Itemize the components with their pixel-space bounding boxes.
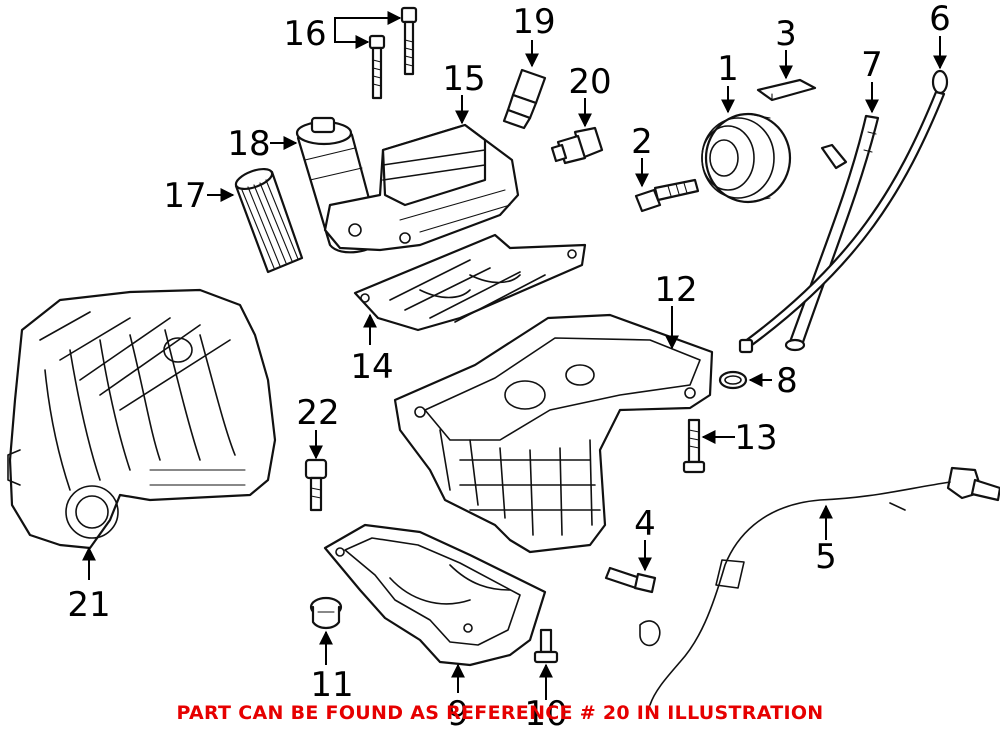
- callout-9: 9: [447, 694, 469, 733]
- oil-filter-housing-part: [323, 123, 520, 252]
- bolt-part-22: [304, 458, 328, 512]
- lower-oil-pan-part: [323, 523, 547, 667]
- callout-7: 7: [861, 45, 883, 85]
- callout-1: 1: [717, 49, 739, 89]
- callout-8: 8: [776, 361, 798, 401]
- bolt-part-13: [682, 418, 706, 474]
- oil-filter-element-part: [234, 167, 304, 274]
- plate-part-3: [756, 78, 817, 102]
- o-ring-part: [718, 370, 748, 390]
- upper-oil-pan-part: [393, 313, 714, 554]
- callout-15: 15: [442, 59, 485, 99]
- callout-22: 22: [296, 393, 339, 433]
- callout-5: 5: [815, 537, 837, 577]
- bolt-part-16a: [368, 34, 386, 100]
- bolt-part-2: [634, 178, 700, 213]
- callout-20: 20: [568, 62, 611, 102]
- callout-16: 16: [283, 14, 326, 54]
- callout-11: 11: [310, 665, 353, 705]
- bolt-part-10: [533, 628, 559, 664]
- pulley-part: [701, 112, 792, 204]
- callout-6: 6: [929, 0, 951, 39]
- bolt-part-16b: [400, 6, 418, 76]
- callout-19: 19: [512, 2, 555, 42]
- intake-manifold-part: [7, 288, 277, 550]
- callout-10: 10: [524, 694, 567, 733]
- callout-17: 17: [163, 176, 206, 216]
- dipstick-part: [738, 69, 949, 354]
- callout-12: 12: [654, 270, 697, 310]
- callout-3: 3: [775, 14, 797, 54]
- callout-4: 4: [634, 504, 656, 544]
- callout-2: 2: [631, 122, 653, 162]
- reference-caption: PART CAN BE FOUND AS REFERENCE # 20 IN I…: [176, 702, 824, 724]
- callout-14: 14: [350, 347, 393, 387]
- pressure-switch-part-20: [550, 126, 604, 165]
- bolt-part-4: [604, 566, 657, 594]
- sensor-cable-part: [639, 466, 1000, 706]
- callout-13: 13: [734, 418, 777, 458]
- callout-18: 18: [227, 124, 270, 164]
- callout-21: 21: [67, 585, 110, 625]
- sensor-part-19: [502, 68, 547, 130]
- windage-tray-part: [353, 233, 587, 332]
- drain-plug-part: [309, 596, 343, 630]
